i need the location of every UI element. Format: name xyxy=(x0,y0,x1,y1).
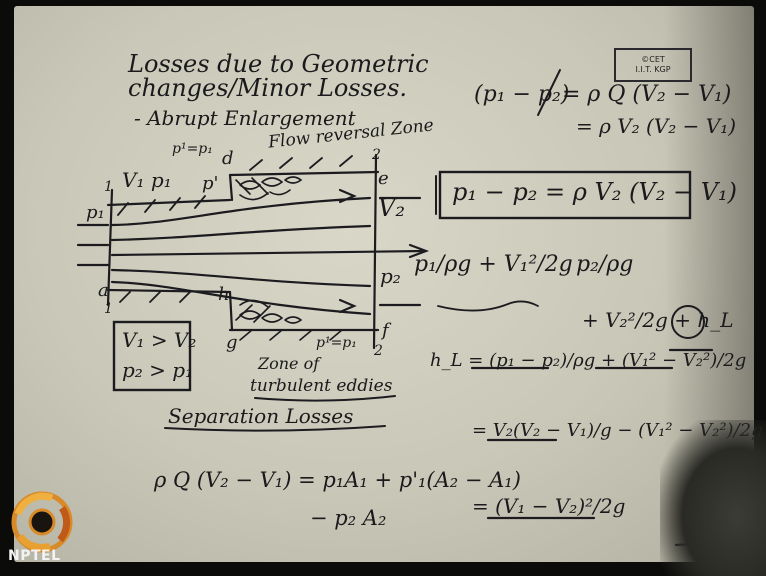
label-p1dash: p¹=p₁ xyxy=(172,141,213,157)
page-title: Losses due to Geometric changes/Minor Lo… xyxy=(128,50,429,102)
bernoulli-left: p₁/ρg + V₁²/2g xyxy=(414,252,573,277)
condition-line-2: p₂ > p₁ xyxy=(122,358,194,382)
section-1-line xyxy=(106,188,114,307)
nptel-logo-text: NPTEL xyxy=(8,548,61,564)
small-pipe-bottom-wall xyxy=(106,288,232,294)
subtitle: - Abrupt Enlargement xyxy=(134,106,356,130)
label-f: f xyxy=(382,320,389,341)
eq1-left: (p₁ − p₂) xyxy=(474,82,570,107)
label-g: g xyxy=(226,332,238,353)
condition-box xyxy=(112,320,192,392)
condition-line-1: V₁ > V₂ xyxy=(122,328,197,352)
label-v2: V₂ xyxy=(378,194,405,222)
label-p2: p₂ xyxy=(380,264,401,288)
large-pipe-top-wall xyxy=(228,170,380,177)
label-p1dash-bottom: p¹=p₁ xyxy=(316,335,357,351)
label-h: h xyxy=(218,284,230,305)
momentum-eq-2: − p₂ A₂ xyxy=(310,506,387,530)
streamline-3 xyxy=(110,249,427,257)
eq1-right: = ρ Q (V₂ − V₁) xyxy=(562,82,732,107)
flow-arrow-top xyxy=(338,188,357,204)
label-one-bottom: 1 xyxy=(104,301,113,317)
label-two-bottom: 2 xyxy=(374,343,383,359)
step-top-vertical xyxy=(228,173,234,202)
label-a: a xyxy=(98,280,109,301)
flow-arrow-mid xyxy=(408,243,430,259)
streamline-2 xyxy=(110,224,372,242)
hl-circle xyxy=(671,305,705,339)
boxed-equation: p₁ − p₂ = ρ V₂ (V₂ − V₁) xyxy=(452,178,738,206)
stamp-line-1: ©CET xyxy=(641,55,665,64)
momentum-eq-1: ρ Q (V₂ − V₁) = p₁A₁ + p'₁(A₂ − A₁) xyxy=(154,468,521,492)
stamp-line-2: I.I.T. KGP xyxy=(635,64,671,74)
eq1-line2: = ρ V₂ (V₂ − V₁) xyxy=(576,114,737,138)
label-two-top: 2 xyxy=(372,147,381,163)
label-one-top: 1 xyxy=(104,179,113,195)
turbulent-zone-label-1: Zone of xyxy=(258,354,320,373)
head-loss-eq-1: h_L = (p₁ − p₂)/ρg + (V₁² − V₂²)/2g xyxy=(430,350,747,371)
streamline-4 xyxy=(110,268,372,288)
label-e: e xyxy=(378,168,389,189)
streamline-5 xyxy=(110,280,372,316)
streamline-1 xyxy=(110,196,372,227)
nptel-logo-icon xyxy=(11,491,73,553)
label-pprime: p' xyxy=(202,173,219,194)
presenter-hand xyxy=(660,420,766,576)
result-box xyxy=(438,170,692,220)
bernoulli-right-2: + V₂²/2g + h_L xyxy=(582,308,734,332)
separation-losses-label: Separation Losses xyxy=(168,404,354,428)
label-d: d xyxy=(222,148,234,169)
turbulent-zone-label-2: turbulent eddies xyxy=(250,376,393,396)
bernoulli-right-1: p₂/ρg xyxy=(576,252,634,277)
copyright-stamp: ©CET I.I.T. KGP xyxy=(614,48,692,82)
small-pipe-top-wall xyxy=(106,198,232,207)
flow-arrow-bot xyxy=(338,298,357,314)
head-loss-eq-3: = (V₁ − V₂)²/2g xyxy=(472,494,626,518)
label-p1: p₁ xyxy=(86,202,105,223)
label-v1p1: V₁ p₁ xyxy=(122,168,172,192)
